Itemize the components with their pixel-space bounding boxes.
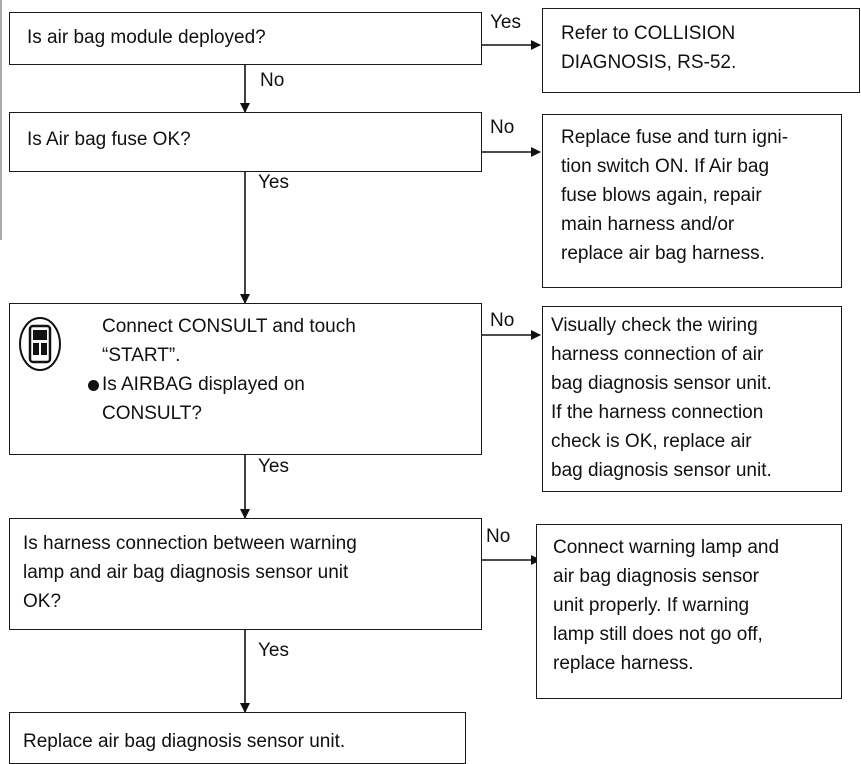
yes-label: Yes bbox=[258, 456, 289, 477]
question-box-4: Is harness connection between warning la… bbox=[9, 518, 482, 630]
action-text: Connect warning lamp and air bag diagnos… bbox=[553, 537, 780, 674]
yes-label: Yes bbox=[258, 172, 289, 193]
question-text: Is Air bag fuse OK? bbox=[27, 129, 191, 150]
consult-tester-icon bbox=[19, 317, 61, 371]
final-action-text: Replace air bag diagnosis sensor unit. bbox=[23, 731, 346, 752]
question-box-1: Is air bag module deployed? bbox=[9, 12, 482, 65]
question-text: Is harness connection between warning la… bbox=[23, 533, 357, 612]
action-box-2: Replace fuse and turn igni- tion switch … bbox=[542, 114, 842, 288]
question-box-3: Connect CONSULT and touch “START”. Is AI… bbox=[9, 303, 482, 455]
no-label: No bbox=[490, 117, 515, 138]
bullet-dot bbox=[88, 380, 99, 391]
no-label: No bbox=[260, 70, 285, 91]
yes-label: Yes bbox=[490, 12, 521, 33]
no-label: No bbox=[490, 310, 515, 331]
no-label: No bbox=[486, 526, 511, 547]
yes-label: Yes bbox=[258, 640, 289, 661]
question-text: Is air bag module deployed? bbox=[27, 27, 266, 48]
action-text: Visually check the wiring harness connec… bbox=[551, 315, 772, 481]
final-action-box: Replace air bag diagnosis sensor unit. bbox=[9, 712, 466, 764]
action-box-4: Connect warning lamp and air bag diagnos… bbox=[536, 524, 842, 699]
action-text: Refer to COLLISION DIAGNOSIS, RS-52. bbox=[561, 23, 737, 73]
action-text: Replace fuse and turn igni- tion switch … bbox=[561, 127, 789, 264]
action-box-1: Refer to COLLISION DIAGNOSIS, RS-52. bbox=[542, 8, 860, 93]
action-box-3: Visually check the wiring harness connec… bbox=[542, 306, 842, 492]
bullet-text: Is AIRBAG displayed on CONSULT? bbox=[102, 374, 305, 424]
question-box-2: Is Air bag fuse OK? bbox=[9, 112, 482, 172]
question-text: Connect CONSULT and touch “START”. bbox=[102, 316, 356, 366]
